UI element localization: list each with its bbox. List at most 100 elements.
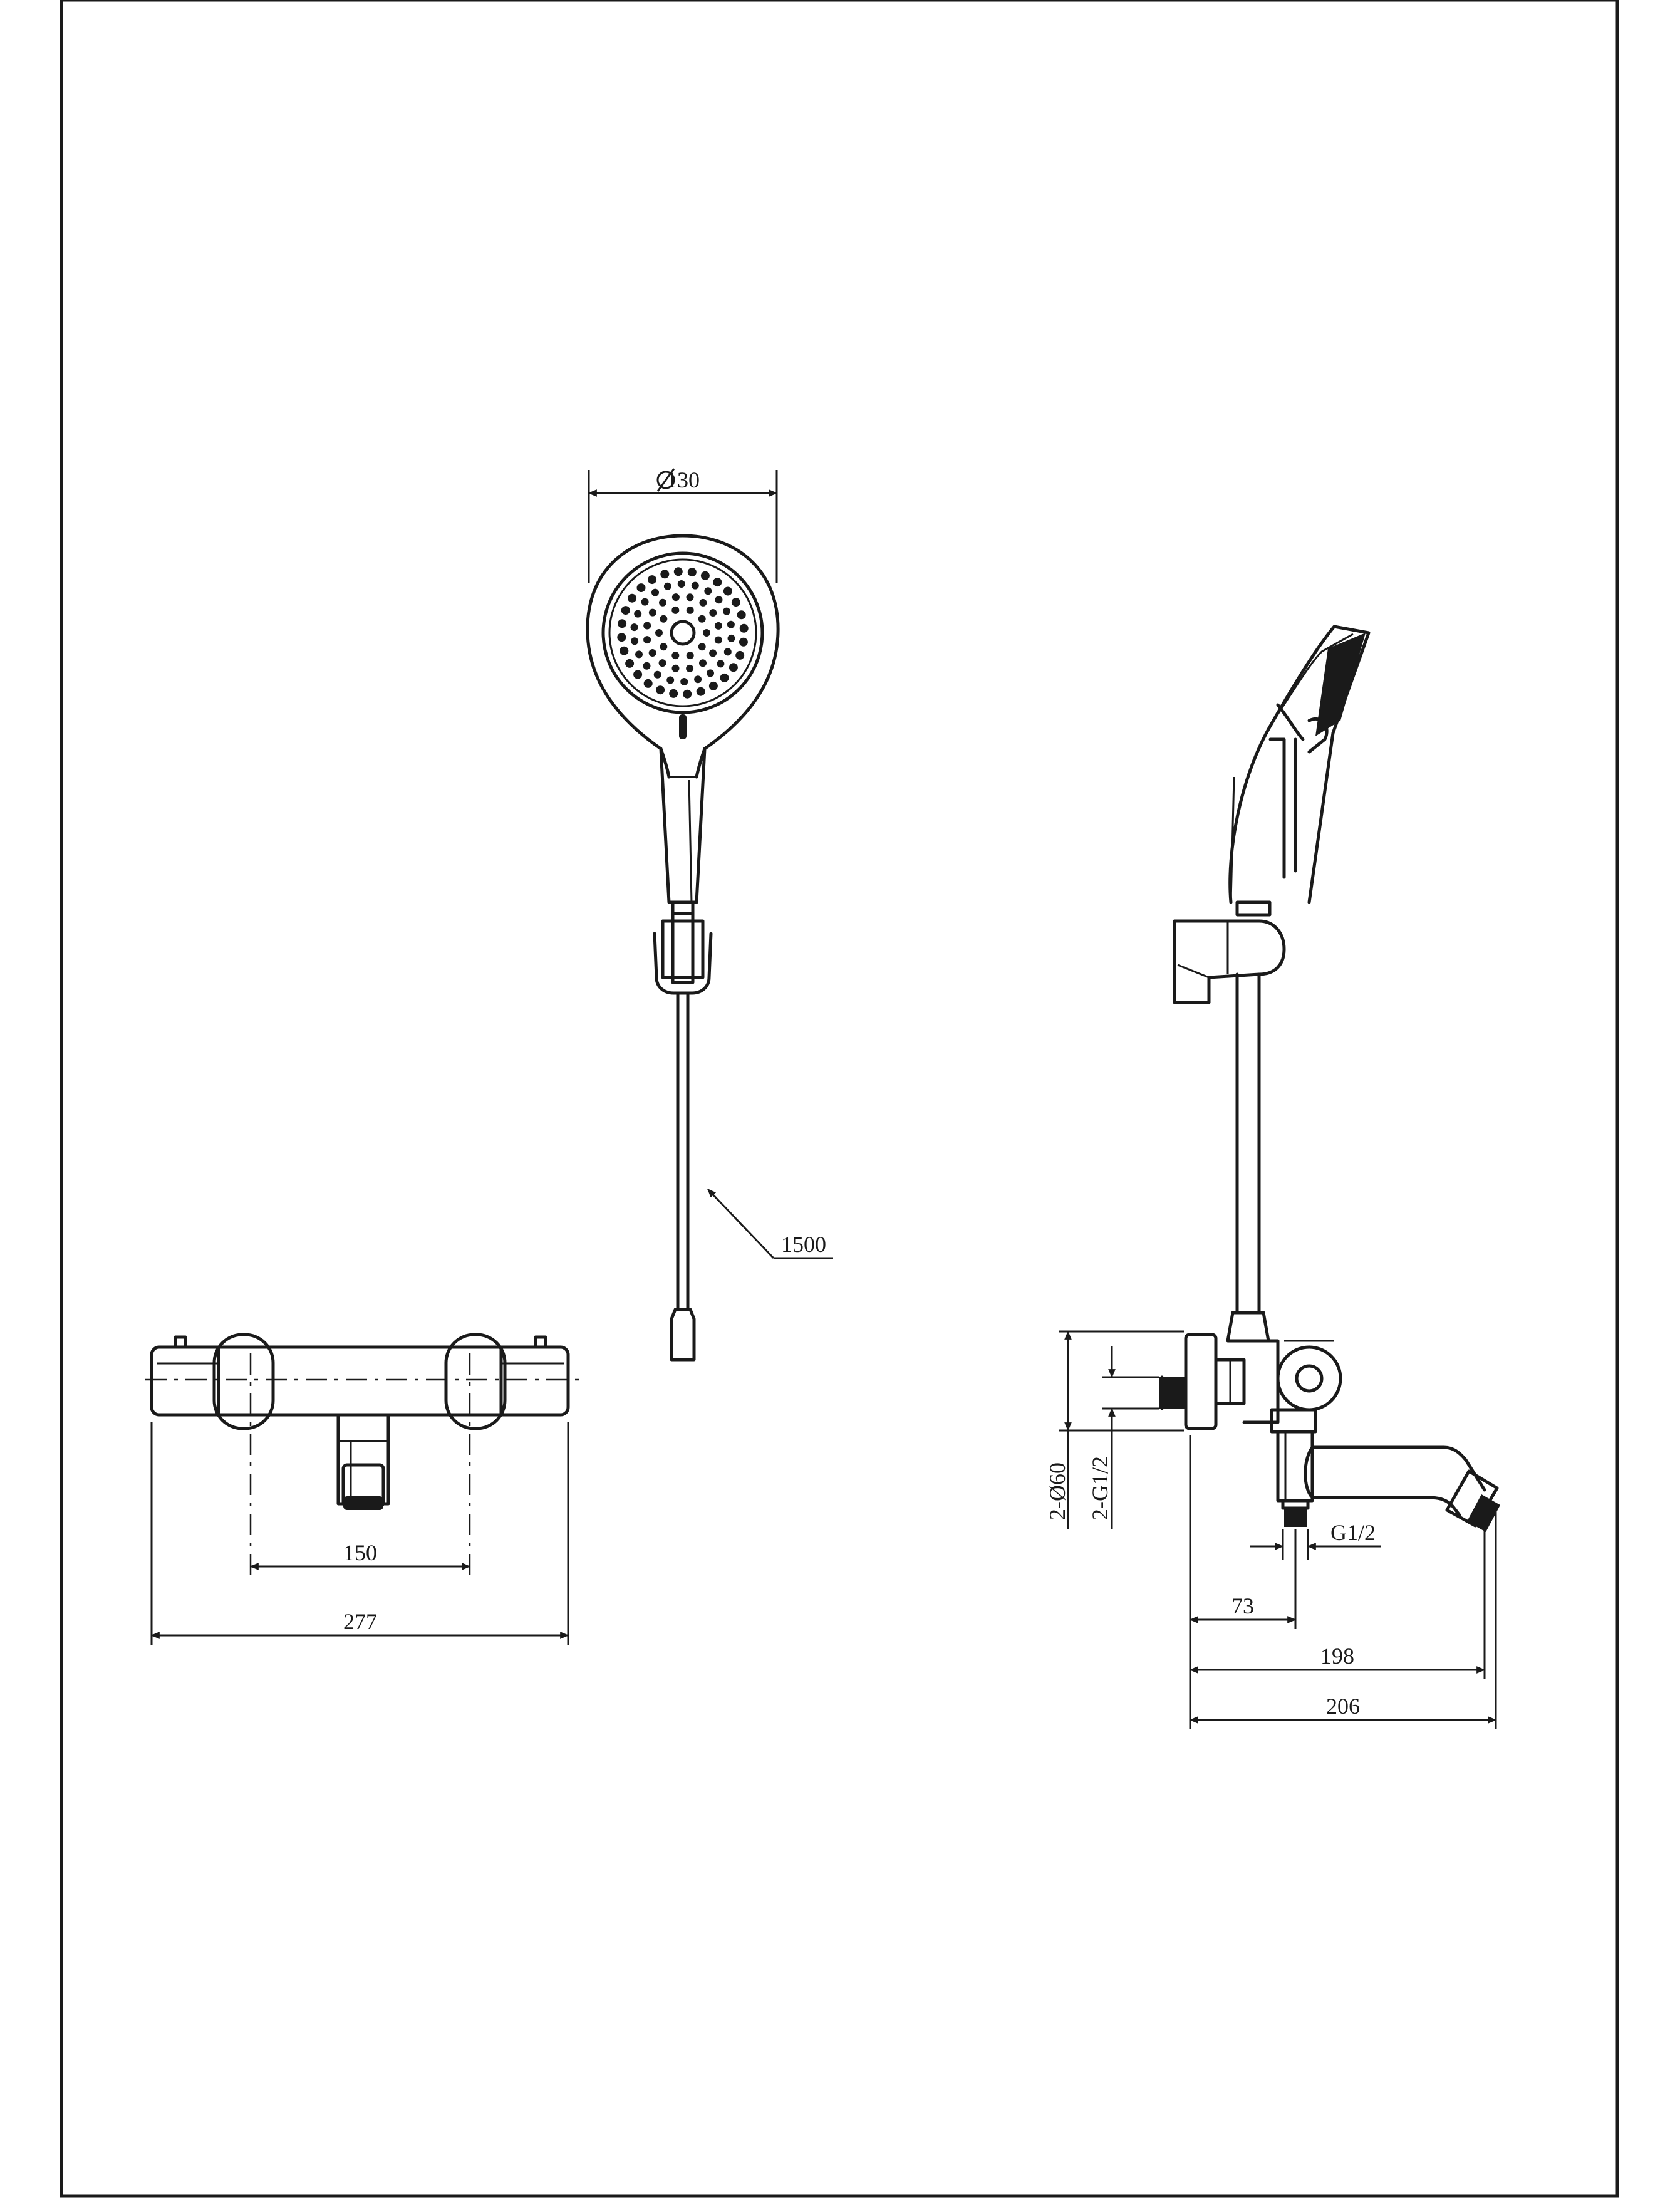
nozzle-dot	[621, 606, 630, 615]
side-view: 2-Ø60 2-G1/2 G1/2 73 198 206	[1045, 625, 1500, 1729]
nozzle-dot	[731, 598, 740, 607]
nozzle-dot	[691, 581, 699, 590]
nozzle-dot	[723, 586, 732, 596]
spray-nozzles	[617, 567, 749, 699]
nozzle-dot	[729, 663, 738, 672]
nozzle-dot	[739, 623, 749, 633]
nozzle-dot	[671, 593, 680, 602]
nozzle-dot	[703, 629, 710, 637]
nozzle-dot	[709, 609, 717, 617]
nozzle-dot	[737, 610, 746, 620]
nozzle-dot	[671, 652, 680, 660]
nozzle-dot	[723, 607, 730, 615]
nozzle-dot	[700, 571, 710, 580]
nozzle-dot	[739, 637, 748, 647]
nozzle-dot	[698, 643, 706, 651]
nozzle-dot	[686, 652, 694, 660]
nozzle-dot	[687, 568, 697, 577]
nozzle-dot	[660, 643, 668, 651]
nozzle-dot	[633, 670, 643, 679]
shower-holder	[653, 932, 713, 995]
nozzle-dot	[655, 629, 663, 637]
nozzle-dot	[686, 593, 694, 602]
outlet-thread-icon	[1284, 1508, 1307, 1527]
mixer-front-view: 150 277	[145, 1333, 579, 1645]
nozzle-dot	[643, 636, 651, 644]
nozzle-dot	[683, 689, 692, 699]
nozzle-dot	[704, 587, 712, 595]
diameter-symbol-icon	[656, 471, 675, 489]
nozzle-dot	[648, 608, 656, 617]
dim-depth-to-outlet: 73	[1231, 1593, 1254, 1618]
nozzle-dot	[714, 636, 722, 644]
nozzle-dot	[620, 646, 629, 655]
hand-shower-front-view: 130 1500	[586, 467, 833, 1362]
hose-end-fitting	[670, 1308, 696, 1362]
nozzle-dot	[709, 649, 717, 657]
aerator-icon	[343, 1496, 383, 1510]
nozzle-dot	[617, 633, 626, 642]
dim-head-diameter: 130	[666, 467, 700, 492]
dim-hose-length: 1500	[781, 1232, 826, 1257]
nozzle-dot	[720, 673, 729, 682]
nozzle-dot	[648, 575, 657, 585]
nozzle-dot	[715, 596, 723, 604]
dim-body-width: 277	[343, 1609, 377, 1634]
nozzle-dot	[641, 598, 649, 606]
nozzle-dot	[666, 676, 675, 684]
nozzle-dot	[660, 570, 670, 579]
nozzle-dot	[636, 583, 646, 593]
nozzle-dot	[727, 620, 735, 628]
wall-flange	[1184, 1333, 1218, 1430]
nozzle-dot	[699, 659, 707, 667]
nozzle-dot	[625, 659, 635, 668]
dim-outlet-thread: G1/2	[1330, 1520, 1376, 1545]
nozzle-dot	[651, 588, 659, 596]
nozzle-dot	[653, 670, 661, 679]
drawing-border	[60, 0, 1619, 2198]
nozzle-dot	[680, 678, 688, 685]
nozzle-dot	[708, 681, 718, 690]
nozzle-dot	[659, 598, 666, 607]
spout-side	[1310, 1445, 1486, 1517]
nozzle-dot	[686, 664, 694, 672]
nozzle-dot	[663, 582, 671, 590]
mixer-body	[150, 1345, 570, 1417]
nozzle-dot	[735, 650, 745, 660]
nozzle-dot	[630, 623, 638, 632]
spray-selector	[679, 714, 687, 739]
nozzle-dot	[677, 580, 685, 588]
nozzle-dot	[643, 622, 651, 630]
dim-overall-depth: 206	[1326, 1694, 1360, 1719]
nozzle-dot	[699, 598, 707, 607]
nozzle-dot	[714, 622, 722, 630]
nozzle-dot	[717, 660, 725, 668]
nozzle-dot	[643, 662, 651, 670]
center-nozzle-icon	[670, 620, 696, 646]
nozzle-dot	[628, 593, 637, 603]
dim-spout-reach: 198	[1320, 1643, 1354, 1669]
nozzle-dot	[618, 619, 627, 628]
nozzle-dot	[656, 685, 665, 695]
nozzle-dot	[713, 578, 722, 587]
nozzle-dot	[723, 648, 732, 656]
nozzle-dot	[707, 669, 714, 677]
nozzle-dot	[698, 615, 706, 623]
nozzle-dot	[686, 606, 694, 614]
nozzle-dot	[727, 634, 735, 642]
nozzle-dot	[673, 567, 683, 576]
nozzle-dot	[643, 679, 653, 688]
nozzle-dot	[635, 650, 643, 659]
shower-head-outline	[586, 534, 780, 751]
nozzle-dot	[648, 649, 656, 657]
mixer-outlet	[336, 1413, 390, 1506]
nozzle-dot	[669, 689, 678, 698]
diverter-knob	[1276, 1345, 1342, 1412]
nozzle-dot	[658, 659, 666, 667]
shower-holder-side	[1173, 919, 1286, 1004]
dim-inlet-spacing: 150	[343, 1540, 377, 1565]
nozzle-dot	[694, 675, 702, 684]
nozzle-dot	[696, 687, 705, 696]
nozzle-dot	[634, 610, 642, 618]
